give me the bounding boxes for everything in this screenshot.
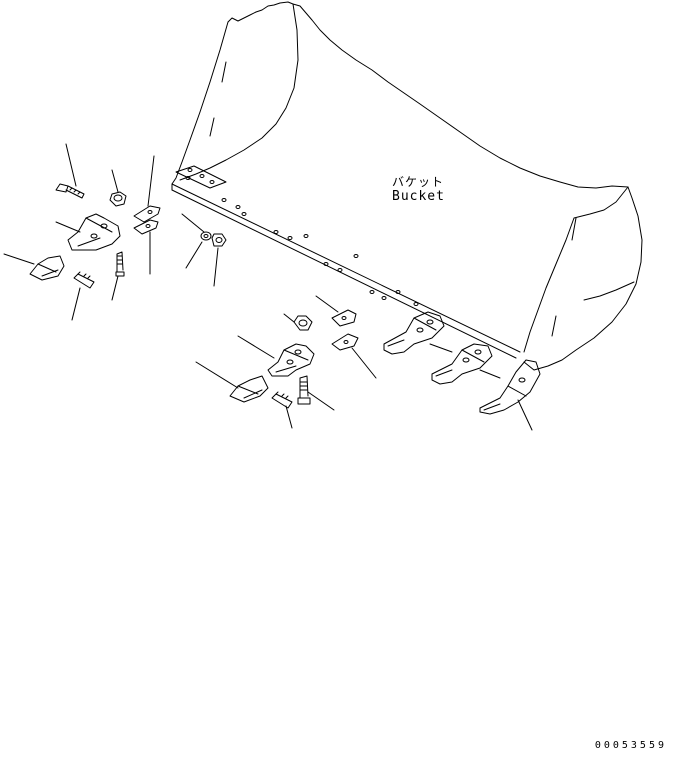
mounted-corner-tooth [480, 360, 540, 414]
mounted-tooth-1 [384, 312, 452, 354]
shim-plates-lower [332, 310, 358, 350]
pin-lower [272, 392, 292, 408]
pin-left [74, 272, 94, 288]
mounted-tooth-2 [432, 344, 500, 384]
shim-plates [134, 206, 160, 234]
bolt-vertical-lower [298, 376, 310, 404]
bucket-label-english: Bucket [392, 189, 445, 204]
bolt-vertical-left [116, 252, 124, 276]
adapter-left [68, 214, 120, 250]
figure-number: 00053559 [594, 740, 667, 751]
nut-top [110, 192, 126, 206]
bucket-body [172, 2, 642, 370]
tooth-point-lower [230, 376, 268, 402]
edge-bolt-holes [186, 169, 418, 306]
nut-mid [212, 234, 226, 246]
bucket-label-japanese: バケット [392, 175, 445, 189]
adapter-lower [268, 344, 314, 376]
bolt-long [56, 184, 84, 198]
washer-mid [201, 232, 211, 240]
tooth-point-left [30, 256, 64, 280]
nut-lower [294, 316, 312, 330]
leader-lines [4, 144, 532, 430]
